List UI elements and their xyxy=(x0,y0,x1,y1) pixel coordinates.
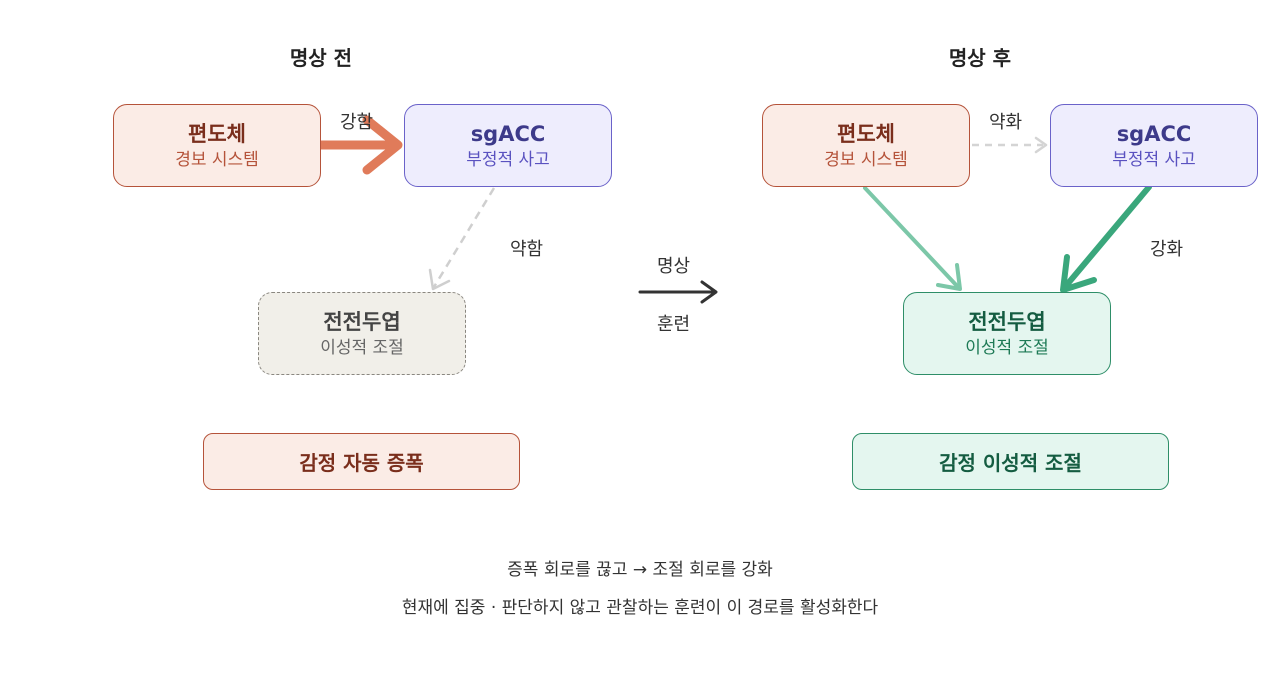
node-role: 이성적 조절 xyxy=(320,337,404,358)
before-edge-label-weak: 약함 xyxy=(510,239,544,260)
before-arrow-sgacc-dlpfc xyxy=(428,187,496,291)
transition-arrow xyxy=(638,280,718,304)
node-role: 부정적 사고 xyxy=(1112,149,1196,170)
after-arrow-amygdala-dlpfc xyxy=(863,186,962,291)
before-result-box: 감정 자동 증폭 xyxy=(203,433,520,490)
caption-line-2: 현재에 집중 · 판단하지 않고 관찰하는 훈련이 이 경로를 활성화한다 xyxy=(401,598,879,618)
node-name: 전전두엽 xyxy=(968,309,1046,334)
node-role: 경보 시스템 xyxy=(175,149,259,170)
before-dlpfc-node: 전전두엽 이성적 조절 xyxy=(258,292,466,375)
before-sgacc-node: sgACC 부정적 사고 xyxy=(404,104,612,187)
after-dlpfc-node: 전전두엽 이성적 조절 xyxy=(903,292,1111,375)
before-amygdala-node: 편도체 경보 시스템 xyxy=(113,104,321,187)
before-title: 명상 전 xyxy=(289,46,353,70)
before-arrow-amygdala-sgacc xyxy=(316,115,403,175)
node-role: 경보 시스템 xyxy=(824,149,908,170)
node-name: 편도체 xyxy=(837,121,895,146)
before-edge-label-strong: 강함 xyxy=(340,112,374,133)
node-name: 전전두엽 xyxy=(323,309,401,334)
after-result-box: 감정 이성적 조절 xyxy=(852,433,1169,490)
node-name: 편도체 xyxy=(188,121,246,146)
caption-line-1: 증폭 회로를 끊고 → 조절 회로를 강화 xyxy=(507,560,773,580)
node-name: sgACC xyxy=(1116,121,1192,146)
after-sgacc-node: sgACC 부정적 사고 xyxy=(1050,104,1258,187)
after-amygdala-node: 편도체 경보 시스템 xyxy=(762,104,970,187)
after-edge-label-strong: 강화 xyxy=(1150,239,1184,260)
node-role: 부정적 사고 xyxy=(466,149,550,170)
after-edge-label-weak: 약화 xyxy=(989,112,1023,133)
after-title: 명상 후 xyxy=(948,46,1012,70)
transition-label-bottom: 훈련 xyxy=(657,314,691,335)
after-arrow-amygdala-sgacc xyxy=(972,136,1048,154)
after-arrow-sgacc-dlpfc xyxy=(1060,184,1152,293)
transition-label-top: 명상 xyxy=(657,256,691,277)
node-name: sgACC xyxy=(470,121,546,146)
node-role: 이성적 조절 xyxy=(965,337,1049,358)
